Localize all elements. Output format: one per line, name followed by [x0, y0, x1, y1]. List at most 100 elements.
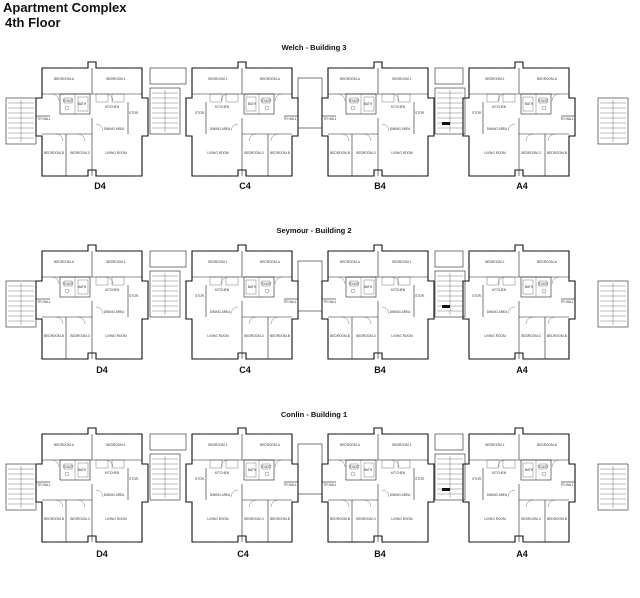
- room-label: BEDROOM-B: [270, 334, 290, 338]
- room-label: BEDROOM-B: [44, 517, 64, 521]
- door-swing: [95, 489, 104, 498]
- door-swing: [381, 123, 390, 132]
- room-label: BEDROOM-B: [330, 517, 350, 521]
- door-swing: [551, 93, 560, 102]
- room-label: TOILET: [260, 99, 271, 103]
- room-label: TR.HALL: [560, 483, 573, 487]
- stairwell: [5, 280, 37, 328]
- room-label: TR.HALL: [323, 483, 336, 487]
- room-label: STOR.: [472, 294, 482, 298]
- toilet-fixture: [349, 463, 359, 470]
- bathtub-fixture: [522, 279, 534, 295]
- corridor: [434, 250, 464, 268]
- toilet-fixture: [538, 97, 548, 104]
- bathtub-fixture: [245, 279, 257, 295]
- room-label: BEDROOM-3: [244, 334, 264, 338]
- room-label: KITCHEN: [492, 105, 507, 109]
- door-swing: [391, 93, 400, 102]
- door-swing: [507, 123, 516, 132]
- toilet-fixture: [538, 463, 548, 470]
- room-label: BEDROOM-3: [356, 334, 376, 338]
- unit-label-b2-d4: D4: [96, 365, 108, 375]
- room-label: TOILET: [260, 465, 271, 469]
- door-swing: [274, 276, 283, 285]
- door-swing: [270, 133, 279, 142]
- room-label: BEDROOM-A: [54, 443, 75, 447]
- door-swing: [507, 489, 516, 498]
- door-swing: [77, 499, 86, 508]
- unit-outline: [462, 61, 576, 177]
- room-label: DINING AREA: [104, 127, 125, 131]
- door-swing: [547, 133, 556, 142]
- room-label: BEDROOM-1: [392, 443, 412, 447]
- room-label: BEDROOM-B: [330, 334, 350, 338]
- room-label: TR.HALL: [37, 117, 50, 121]
- door-swing: [341, 316, 350, 325]
- room-label: LIVING ROOM: [105, 151, 127, 155]
- door-swing: [105, 93, 114, 102]
- room-label: BEDROOM-B: [44, 334, 64, 338]
- room-label: STOR.: [472, 111, 482, 115]
- door-swing: [51, 93, 60, 102]
- door-swing: [105, 459, 114, 468]
- door-swing: [51, 276, 60, 285]
- unit-outline: [185, 244, 299, 360]
- room-label: KITCHEN: [215, 105, 230, 109]
- room-label: STOR.: [195, 294, 205, 298]
- corridor: [297, 77, 323, 129]
- plan-title: Apartment Complex 4th Floor: [3, 0, 127, 30]
- room-label: DINING AREA: [390, 493, 411, 497]
- room-label: LIVING ROOM: [484, 151, 506, 155]
- door-swing: [497, 459, 506, 468]
- door-swing: [337, 93, 346, 102]
- room-label: LIVING ROOM: [391, 334, 413, 338]
- room-label: TR.HALL: [560, 300, 573, 304]
- room-label: KITCHEN: [492, 288, 507, 292]
- room-label: BEDROOM-A: [260, 260, 281, 264]
- door-swing: [337, 276, 346, 285]
- room-label: TOILET: [348, 465, 359, 469]
- door-swing: [248, 133, 257, 142]
- corridor: [149, 67, 187, 85]
- room-label: DINING AREA: [210, 127, 231, 131]
- bathtub-fixture: [363, 96, 375, 112]
- building-1-name: Conlin - Building 1: [280, 410, 348, 419]
- room-label: BEDROOM-1: [392, 77, 412, 81]
- toilet-fixture: [261, 280, 271, 287]
- door-swing: [230, 489, 239, 498]
- bathtub-fixture: [363, 462, 375, 478]
- door-swing: [95, 306, 104, 315]
- room-label: BEDROOM-B: [547, 334, 567, 338]
- room-label: LIVING ROOM: [391, 517, 413, 521]
- toilet-fixture: [63, 463, 73, 470]
- room-label: BEDROOM-3: [356, 151, 376, 155]
- room-label: BEDROOM-A: [340, 260, 361, 264]
- door-swing: [270, 316, 279, 325]
- building-2-name: Seymour - Building 2: [276, 226, 352, 235]
- stairwell: [149, 270, 181, 318]
- door-swing: [391, 459, 400, 468]
- stairwell: [434, 87, 466, 135]
- toilet-fixture: [261, 463, 271, 470]
- room-label: TOILET: [537, 99, 548, 103]
- room-label: KITCHEN: [391, 105, 406, 109]
- door-swing: [507, 306, 516, 315]
- room-label: TR.HALL: [37, 483, 50, 487]
- stairwell: [5, 463, 37, 511]
- door-swing: [551, 459, 560, 468]
- door-swing: [341, 133, 350, 142]
- door-swing: [525, 316, 534, 325]
- room-label: TOILET: [348, 99, 359, 103]
- room-label: BEDROOM-1: [106, 260, 126, 264]
- room-label: TR.HALL: [283, 483, 296, 487]
- corridor: [297, 443, 323, 495]
- door-swing: [220, 459, 229, 468]
- unit-label-b3-c4: C4: [239, 181, 251, 191]
- room-label: STOR.: [415, 111, 425, 115]
